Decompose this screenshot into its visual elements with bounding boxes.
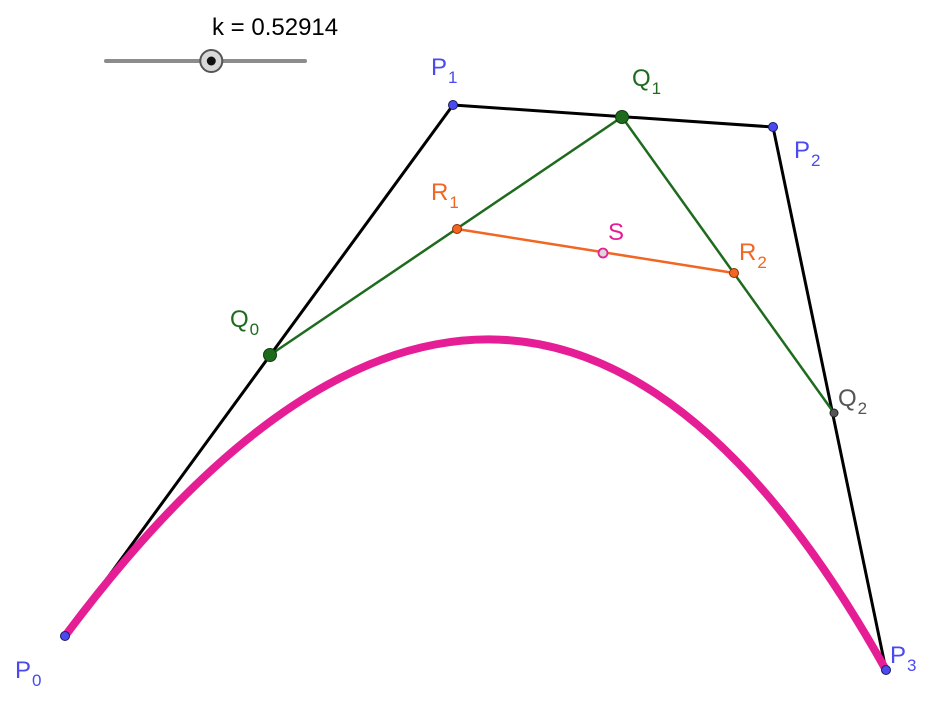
label-q2: Q2: [838, 385, 867, 418]
r-segment: [456, 227, 735, 275]
slider-label: k = 0.52914: [212, 14, 338, 41]
point-p0[interactable]: [60, 631, 70, 641]
point-p1[interactable]: [448, 100, 458, 110]
label-p1: P1: [431, 54, 457, 87]
slider-value: 0.52914: [251, 14, 338, 41]
label-r2: R2: [739, 239, 767, 272]
control-polygon: [63, 103, 888, 671]
label-r1: R1: [431, 179, 459, 212]
point-q1: [615, 110, 629, 124]
label-q1: Q1: [632, 65, 661, 98]
label-s: S: [608, 219, 624, 246]
label-q0: Q0: [230, 306, 259, 339]
slider-name: k: [212, 14, 225, 41]
point-q0: [263, 348, 277, 362]
point-r2: [729, 268, 739, 278]
label-p2: P2: [794, 137, 820, 170]
point-p2[interactable]: [768, 122, 778, 132]
point-p3[interactable]: [881, 665, 891, 675]
bezier-curve: [61, 335, 890, 674]
slider-k[interactable]: k = 0.52914: [104, 14, 338, 73]
point-q2: [829, 408, 839, 418]
point-r1: [452, 224, 462, 234]
point-s: [597, 247, 609, 259]
label-p3: P3: [890, 642, 916, 675]
slider-separator: =: [224, 14, 251, 41]
slider-knob-center: [206, 56, 216, 66]
label-p0: P0: [15, 657, 41, 690]
